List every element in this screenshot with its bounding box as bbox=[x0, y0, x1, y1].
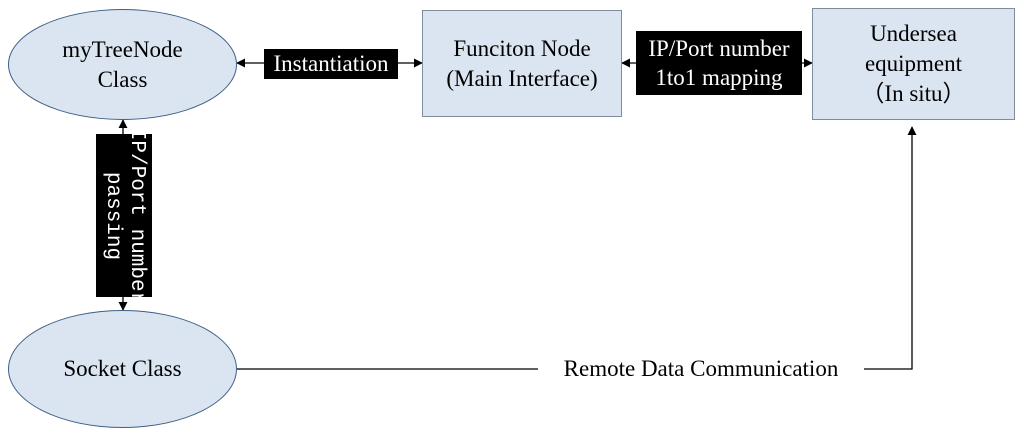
node-socket-class: Socket Class bbox=[8, 310, 237, 428]
edge-label-ip-mapping-line1: IP/Port number bbox=[648, 36, 790, 61]
edge-label-ip-mapping-line2: 1to1 mapping bbox=[655, 65, 783, 90]
node-function-line1: Funciton Node bbox=[453, 35, 591, 61]
node-mytreenode-line1: myTreeNode bbox=[62, 36, 183, 62]
edge-remote-line bbox=[237, 126, 917, 370]
edge-label-ip-passing-line1: IP/Port number bbox=[125, 127, 148, 304]
node-mytreenode-class: myTreeNode Class bbox=[8, 9, 237, 120]
edge-label-ip-passing-text: IP/Port number passing bbox=[100, 127, 148, 303]
edge-label-ip-passing-line2: passing bbox=[101, 171, 124, 260]
edge-label-instantiation: Instantiation bbox=[264, 49, 398, 79]
edge-label-ip-passing: IP/Port number passing bbox=[96, 127, 152, 304]
node-socket-line1: Socket Class bbox=[63, 356, 182, 381]
node-undersea-line1: Undersea bbox=[870, 21, 957, 46]
node-function-node: Funciton Node (Main Interface) bbox=[422, 10, 622, 117]
node-undersea-equipment: Undersea equipment （In situ） bbox=[812, 8, 1015, 120]
node-undersea-line2: equipment bbox=[864, 51, 963, 76]
edge-label-ip-mapping: IP/Port number 1to1 mapping bbox=[636, 31, 802, 95]
node-mytreenode-line2: Class bbox=[97, 66, 148, 92]
node-function-line2: (Main Interface) bbox=[446, 65, 598, 91]
edge-label-remote: Remote Data Communication bbox=[538, 354, 864, 384]
node-undersea-line3: （In situ） bbox=[861, 81, 966, 106]
